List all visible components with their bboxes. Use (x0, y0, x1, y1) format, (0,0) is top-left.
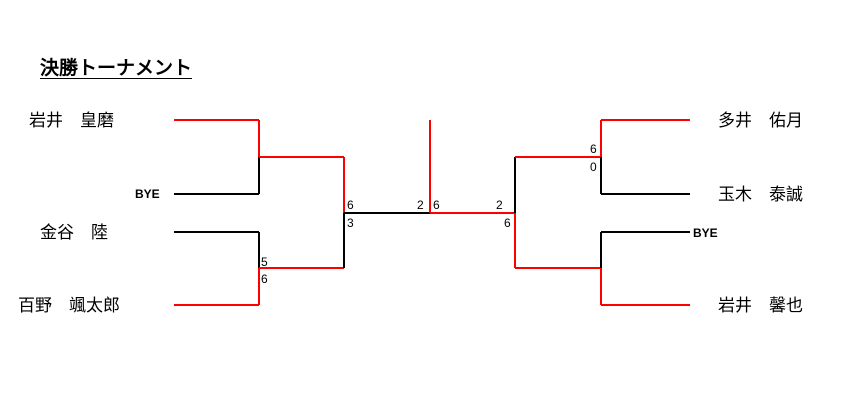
right-semi-score-bottom: 6 (504, 216, 511, 230)
left-qf-score-top: 5 (261, 255, 268, 269)
right-player-1: 多井 佑月 (718, 111, 803, 131)
left-qf-score-bottom: 6 (261, 272, 268, 286)
final-score-left: 2 (417, 198, 424, 212)
page-title: 決勝トーナメント (40, 57, 193, 79)
right-bye-label: BYE (693, 226, 718, 240)
right-qf-score-top: 6 (590, 142, 597, 156)
left-semi-score-bottom: 3 (347, 216, 354, 230)
right-player-2: 玉木 泰誠 (718, 185, 803, 205)
final-score-right: 6 (433, 198, 440, 212)
left-semi-score-top: 6 (347, 198, 354, 212)
right-qf-score-bottom: 0 (590, 160, 597, 174)
left-bye-label: BYE (135, 187, 160, 201)
left-player-1: 岩井 皇磨 (29, 111, 114, 131)
right-semi-score-top: 2 (496, 198, 503, 212)
right-player-3: 岩井 馨也 (718, 296, 803, 316)
left-player-2: 金谷 陸 (40, 223, 108, 243)
left-player-3: 百野 颯太郎 (18, 296, 120, 316)
